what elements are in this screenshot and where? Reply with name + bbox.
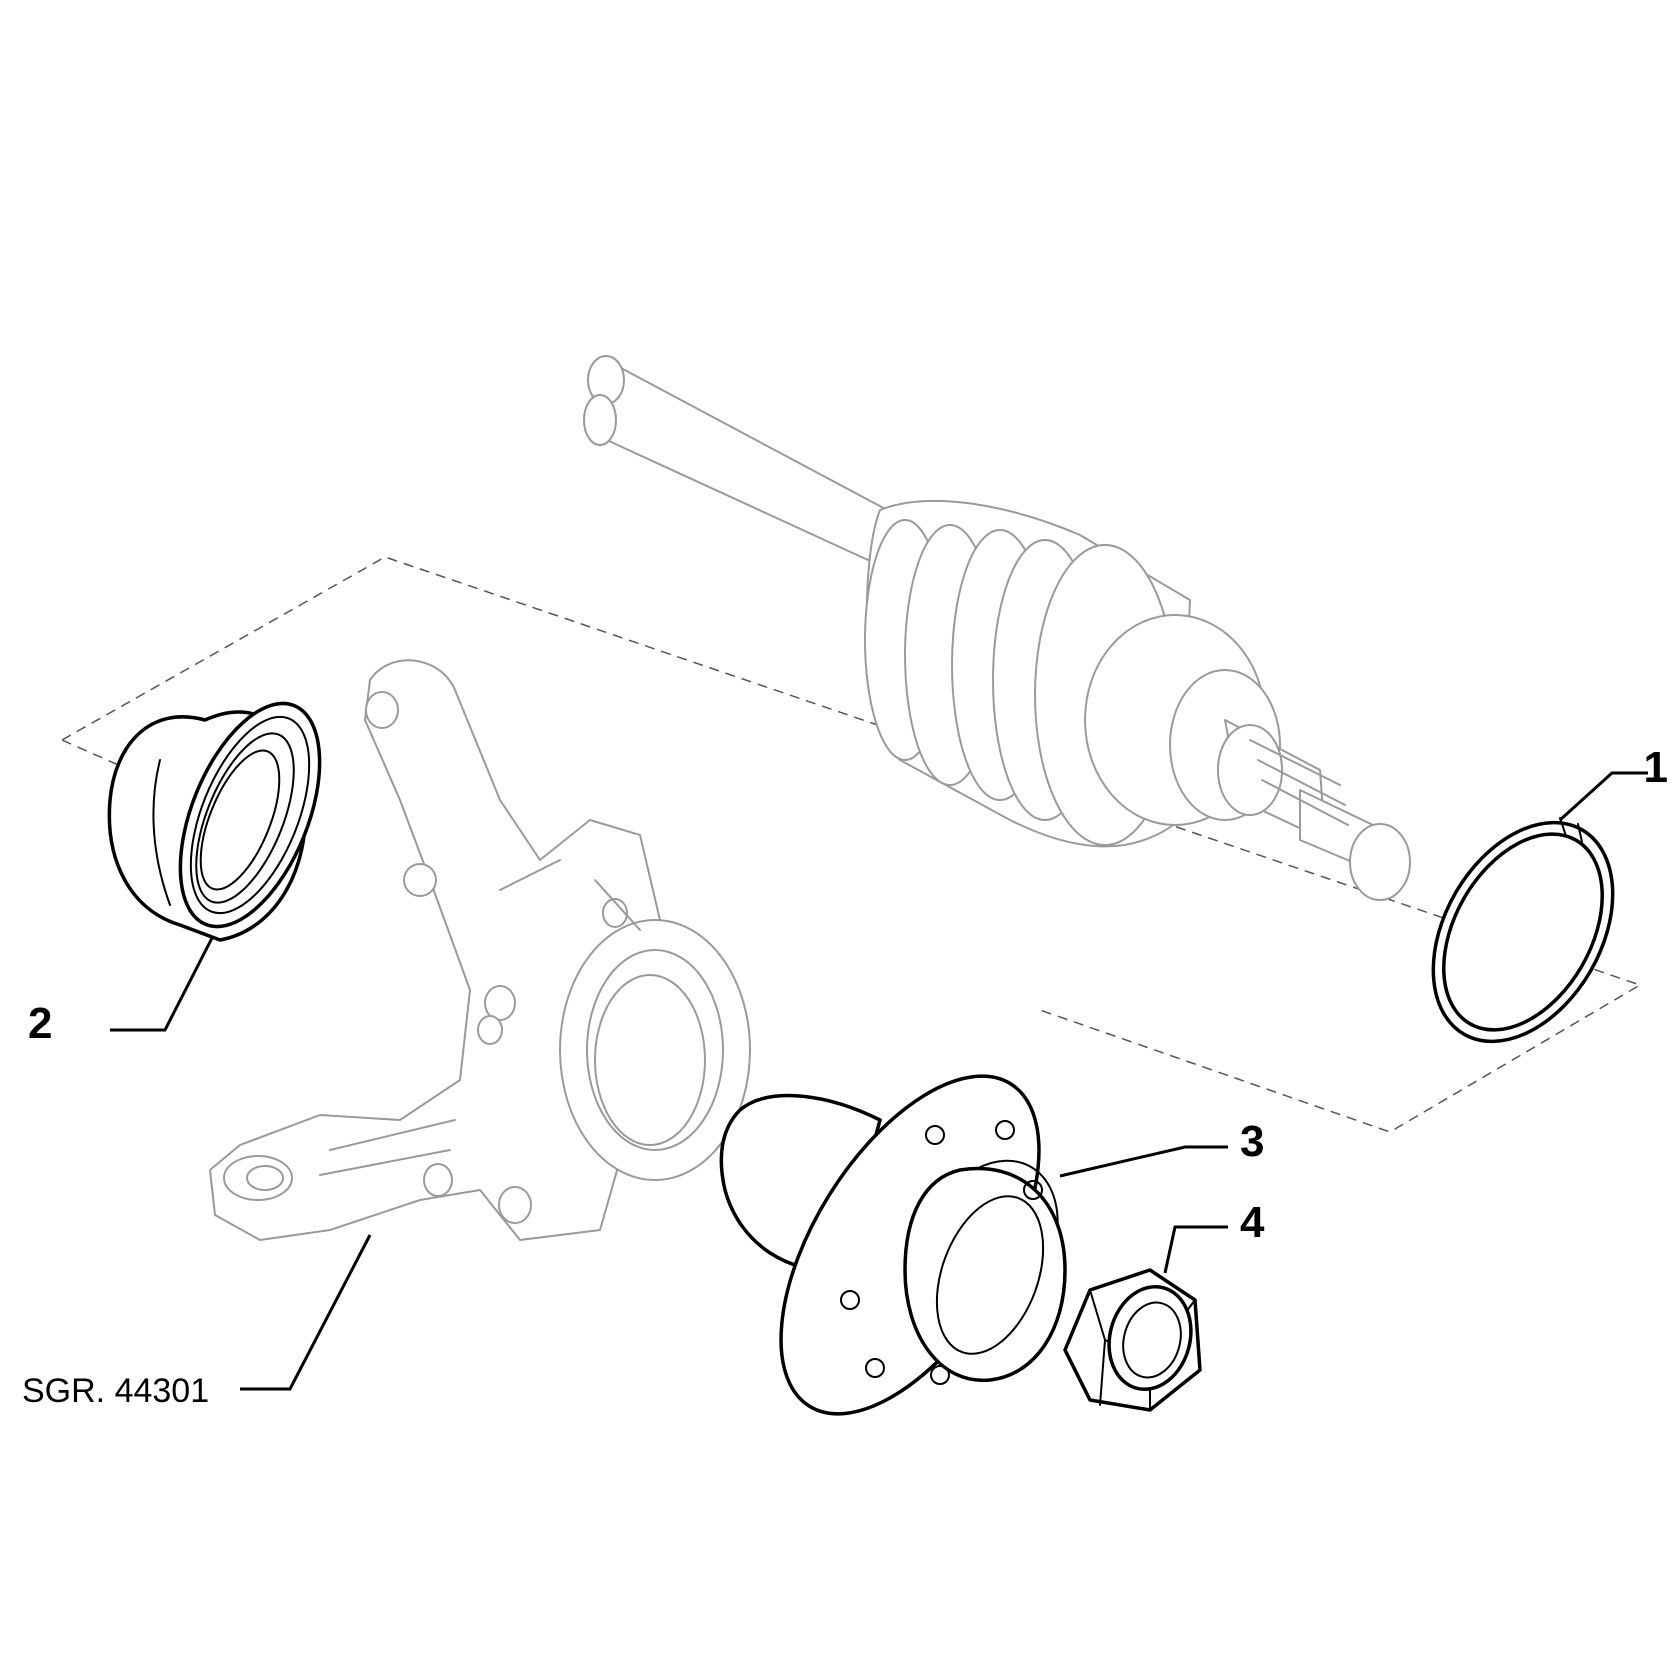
wheel-hub[interactable] xyxy=(719,1034,1091,1457)
callout-3: 3 xyxy=(1240,1117,1264,1166)
leader-1 xyxy=(1558,771,1648,822)
wheel-bearing[interactable] xyxy=(107,684,348,946)
leader-3 xyxy=(1059,1145,1228,1178)
callout-1: 1 xyxy=(1644,743,1668,792)
snap-ring[interactable] xyxy=(1396,791,1649,1073)
hub-nut[interactable] xyxy=(1063,1268,1202,1412)
callout-4: 4 xyxy=(1240,1198,1265,1247)
steering-knuckle-drawing xyxy=(209,659,751,1241)
sgr-reference: SGR. 44301 xyxy=(22,1372,209,1410)
leader-2 xyxy=(110,937,214,1032)
leader-4 xyxy=(1163,1225,1228,1274)
drive-shaft-drawing xyxy=(583,355,1411,901)
callout-2: 2 xyxy=(28,999,52,1048)
leader-sgr xyxy=(240,1234,372,1391)
